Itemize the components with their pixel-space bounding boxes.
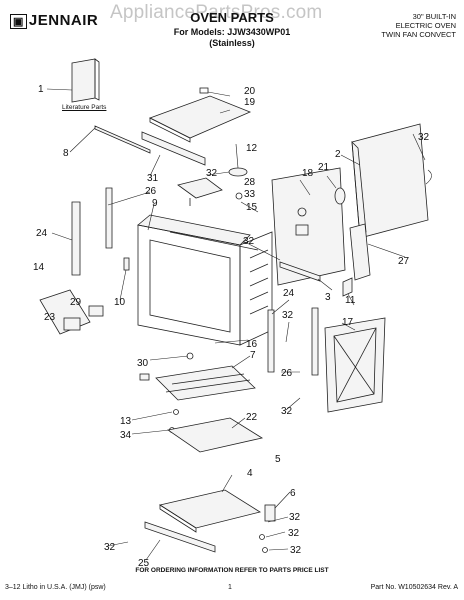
callout-32-trim: 32: [104, 542, 116, 553]
callout-15: 15: [246, 202, 258, 213]
callout-5: 5: [275, 454, 281, 465]
product-line-1: 30" BUILT-IN: [412, 12, 456, 21]
callout-4: 4: [247, 468, 253, 479]
callout-9: 9: [152, 198, 158, 209]
callout-26: 26: [145, 186, 157, 197]
callout-32-hinge-2: 32: [288, 528, 300, 539]
page-number: 1: [228, 584, 232, 591]
literature-parts-label: Literature Parts: [62, 104, 107, 111]
callout-24-right: 24: [283, 288, 295, 299]
callout-30: 30: [137, 358, 149, 369]
product-description: 30" BUILT-IN ELECTRIC OVEN TWIN FAN CONV…: [381, 12, 456, 39]
ordering-note: FOR ORDERING INFORMATION REFER TO PARTS …: [135, 567, 329, 574]
callout-27: 27: [398, 256, 410, 267]
callout-29: 29: [70, 297, 82, 308]
callout-32-hinge-3: 32: [290, 545, 302, 556]
callout-6: 6: [290, 488, 296, 499]
finish-line: (Stainless): [209, 38, 255, 48]
callout-24: 24: [36, 228, 48, 239]
callout-numbers: 1 2 3 4 5 6 7 8 9 10 11 12 13 14 15 16 1…: [33, 84, 430, 569]
part-number: Part No. W10502634 Rev. A: [370, 584, 458, 591]
callout-32-fan: 32: [206, 168, 218, 179]
callout-14: 14: [33, 262, 45, 273]
side-rails: [71, 187, 319, 376]
product-line-2: ELECTRIC OVEN: [395, 21, 456, 30]
callout-16: 16: [246, 339, 258, 350]
callout-31: 31: [147, 173, 159, 184]
vent-strip: [94, 125, 151, 154]
callout-18: 18: [302, 168, 314, 179]
literature-book: [71, 58, 100, 103]
logo-mark-icon: ▣: [10, 14, 27, 29]
callout-2: 2: [335, 149, 341, 160]
callout-32-hinge-1: 32: [289, 512, 301, 523]
callout-1: 1: [38, 84, 44, 95]
vent-trim: [141, 131, 206, 166]
callout-21: 21: [318, 162, 330, 173]
hinge: [259, 504, 276, 553]
top-panel: [148, 87, 252, 143]
brand-logo: ▣JENNAIR: [10, 12, 98, 29]
callout-32-door: 32: [281, 406, 293, 417]
callout-23: 23: [44, 312, 56, 323]
oven-floor: [144, 489, 262, 553]
leader-lines: [46, 88, 426, 561]
callout-20: 20: [244, 86, 256, 97]
product-line-3: TWIN FAN CONVECT: [381, 30, 456, 39]
callout-13: 13: [120, 416, 132, 427]
door-frame: [324, 317, 386, 413]
callout-34: 34: [120, 430, 132, 441]
bottom-panel: [166, 417, 264, 453]
back-panel: [271, 167, 346, 286]
callout-25: 25: [138, 558, 150, 569]
heat-shield: [349, 223, 371, 281]
callout-32-rail: 32: [282, 310, 294, 321]
page-title: OVEN PARTS: [190, 10, 274, 25]
oven-rack: [155, 365, 256, 401]
callout-7: 7: [250, 350, 256, 361]
bottom-bracket: [279, 261, 321, 282]
callout-11: 11: [345, 295, 356, 306]
callout-22: 22: [246, 412, 258, 423]
oven-cavity: [137, 214, 273, 346]
litho-info: 3–12 Litho in U.S.A. (JMJ) (psw): [5, 584, 106, 591]
brand-name: JENNAIR: [28, 12, 99, 29]
light-assembly: [39, 289, 104, 335]
callout-33: 33: [244, 189, 256, 200]
callout-10: 10: [114, 297, 126, 308]
light-housing: [123, 257, 130, 271]
model-line: For Models: JJW3430WP01: [173, 27, 291, 37]
watermark: AppliancePartsPros.com: [110, 2, 323, 23]
callout-19: 19: [244, 97, 256, 108]
callout-17: 17: [342, 317, 354, 328]
callout-8: 8: [63, 148, 69, 159]
callout-26-right: 26: [281, 368, 293, 379]
callout-32: 32: [418, 132, 430, 143]
model-info: For Models: JJW3430WP01 (Stainless): [0, 27, 464, 49]
callout-3: 3: [325, 292, 331, 303]
callout-12: 12: [246, 143, 258, 154]
callout-32-cavity: 32: [243, 236, 255, 247]
callout-28: 28: [244, 177, 256, 188]
side-bracket: [342, 277, 353, 297]
